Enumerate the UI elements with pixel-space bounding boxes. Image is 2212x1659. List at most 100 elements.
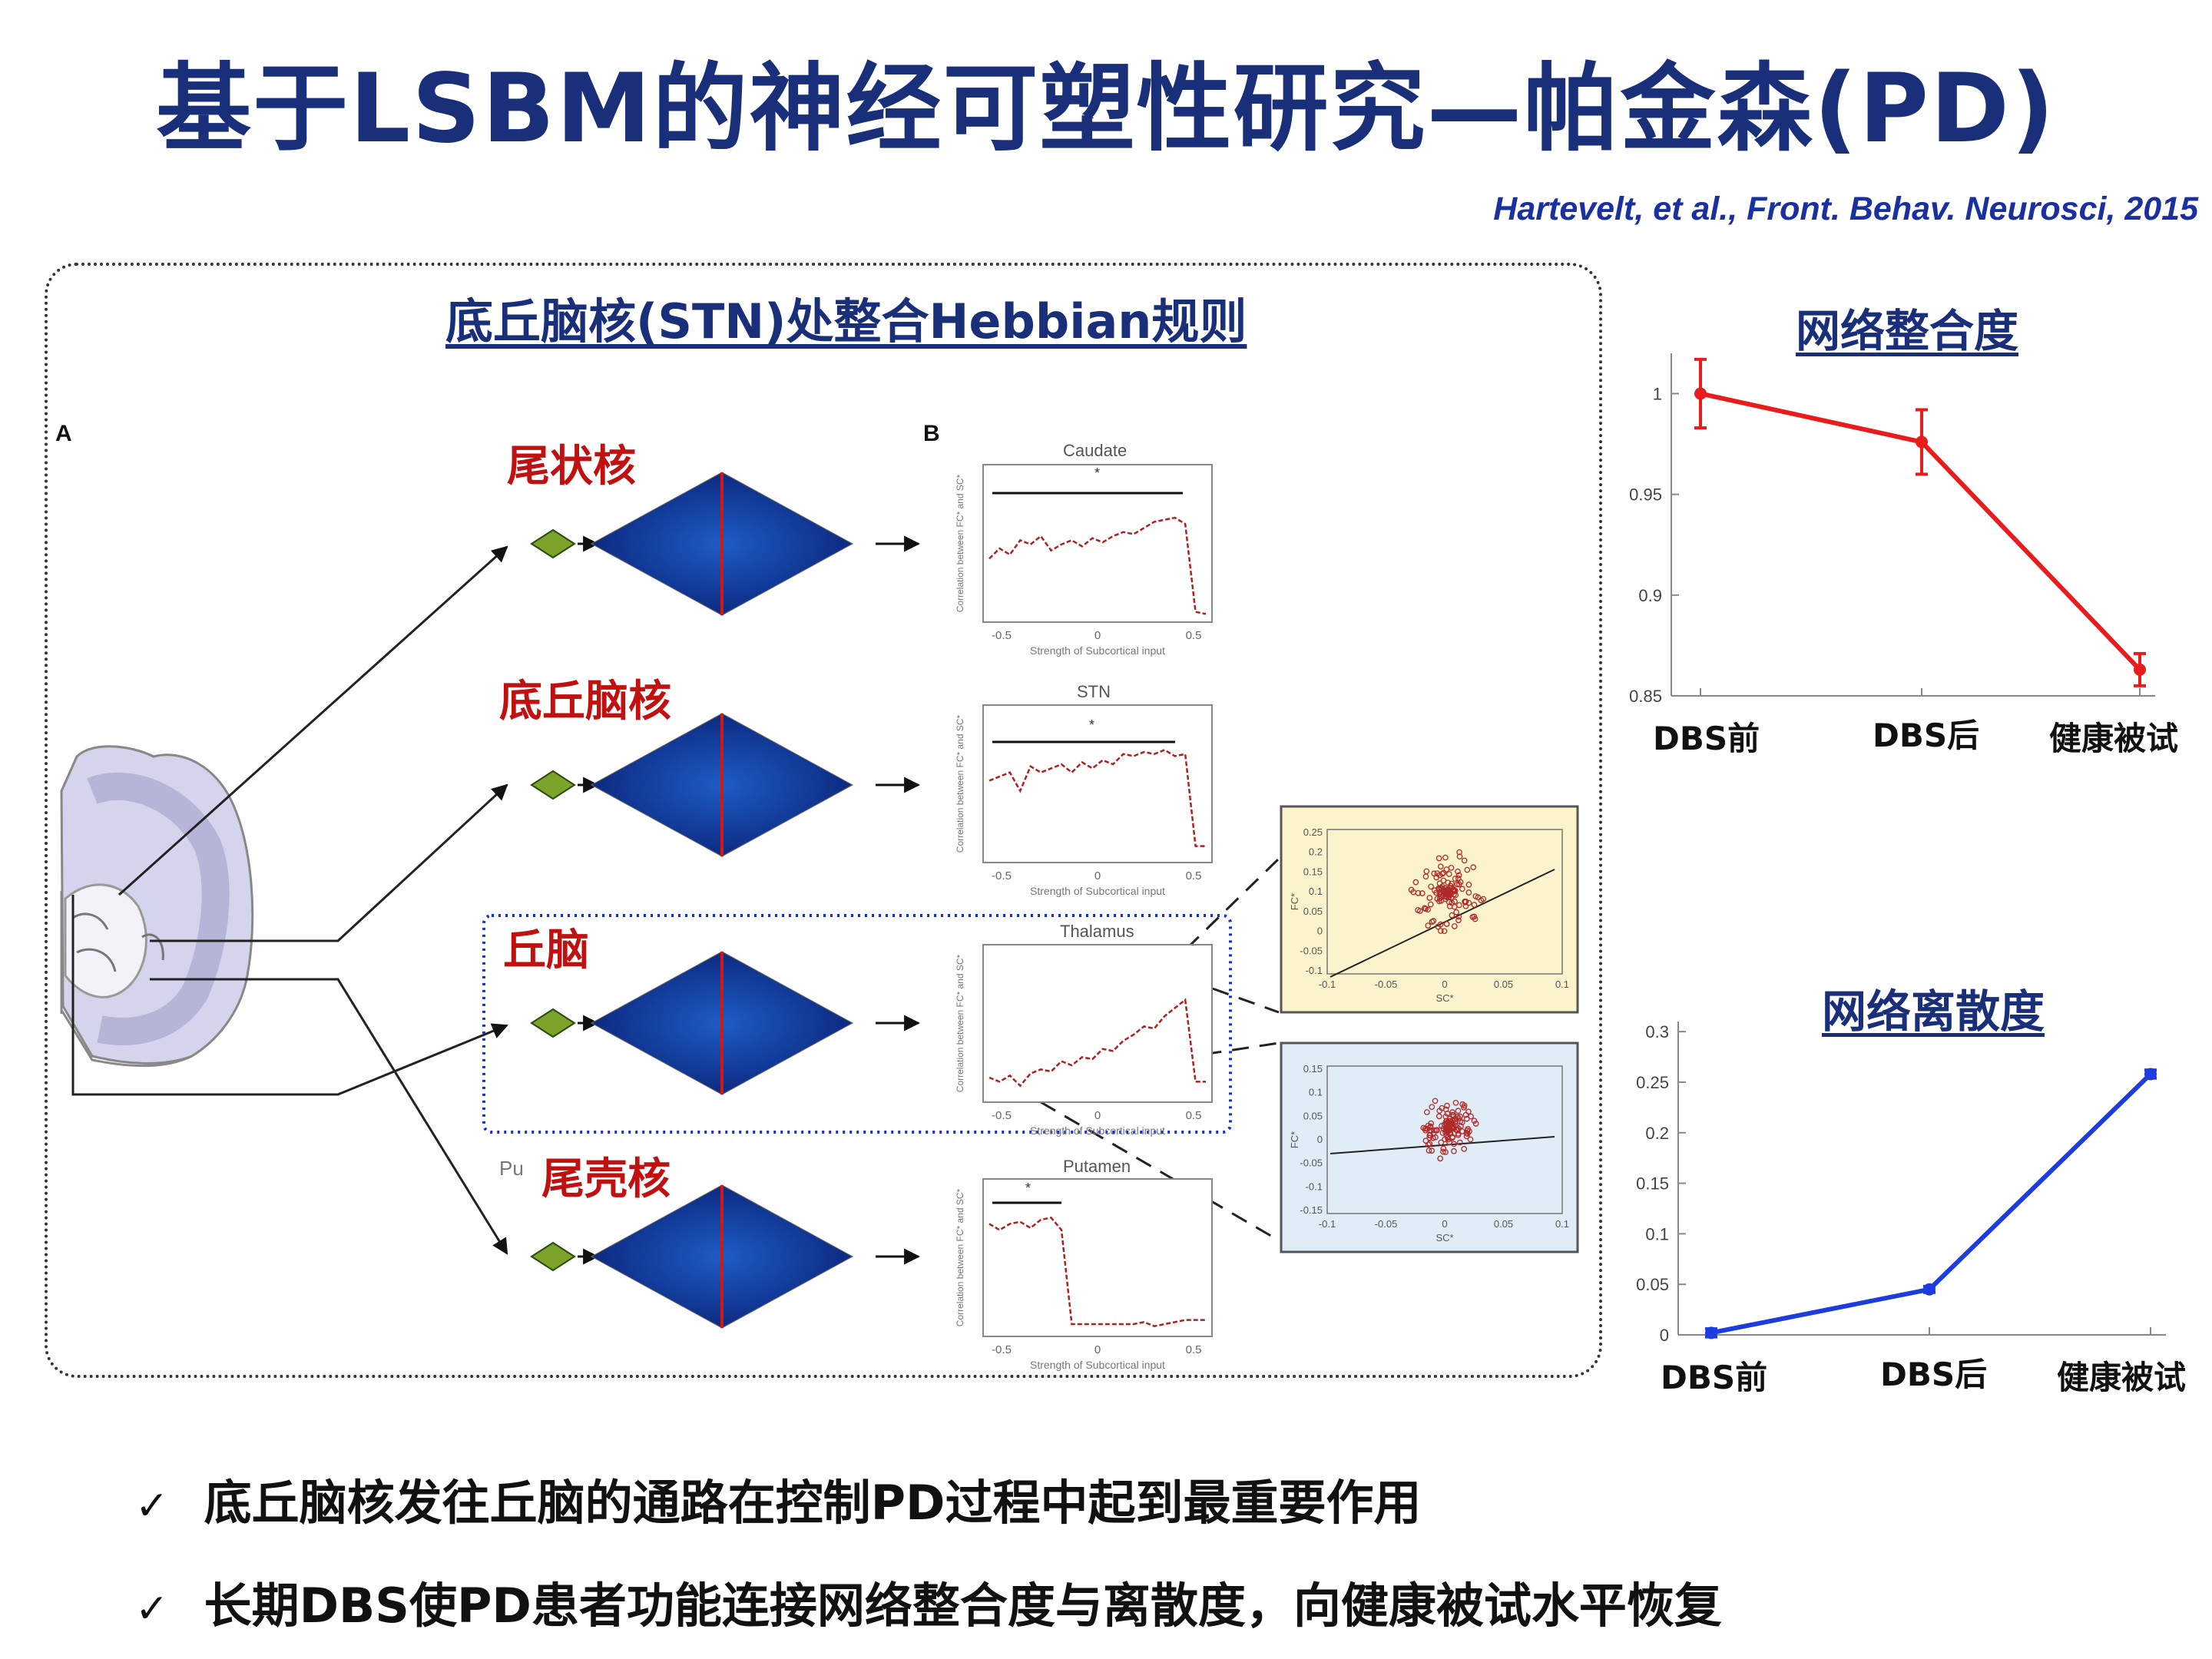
scatter-point bbox=[1463, 1133, 1470, 1140]
plot-frame bbox=[982, 704, 1213, 863]
data-point bbox=[1694, 387, 1707, 400]
region-putamen: 尾壳核 bbox=[541, 1154, 671, 1204]
plot-frame bbox=[982, 944, 1213, 1103]
scatter-point bbox=[1456, 1139, 1463, 1146]
scatter-ytick: 0.1 bbox=[1309, 886, 1323, 897]
scatter-point bbox=[1471, 913, 1478, 920]
chart-y-tick-label: 0.85 bbox=[1629, 687, 1662, 706]
scatter-point bbox=[1455, 1115, 1462, 1121]
scatter-point bbox=[1453, 909, 1460, 916]
chart2-cat-2: 健康被试 bbox=[2057, 1359, 2187, 1396]
data-point bbox=[1916, 435, 1928, 449]
plot-series-line bbox=[988, 749, 1206, 847]
plot-frame bbox=[982, 1178, 1213, 1337]
plot-xtick: -0.5 bbox=[992, 629, 1012, 642]
scatter-point bbox=[1444, 1125, 1451, 1131]
scatter-point bbox=[1419, 890, 1426, 896]
chart1-cat-2: 健康被试 bbox=[2049, 720, 2179, 757]
scatter-point bbox=[1433, 889, 1439, 896]
scatter-point bbox=[1448, 864, 1455, 871]
plot-xtick: 0.5 bbox=[1186, 1343, 1202, 1356]
pu-label: Pu bbox=[499, 1157, 524, 1180]
chart-y-tick-label: 0.3 bbox=[1645, 1022, 1669, 1041]
scatter-point bbox=[1450, 888, 1457, 894]
scatter-point bbox=[1444, 1102, 1450, 1109]
plot-xtick: 0.5 bbox=[1186, 1109, 1202, 1122]
scatter-point bbox=[1452, 1099, 1459, 1106]
scatter-point bbox=[1445, 1125, 1451, 1132]
plot-series-line bbox=[988, 1217, 1206, 1327]
plot-ylabel: Correlation between FC* and SC* bbox=[955, 954, 965, 1092]
scatter-point bbox=[1436, 890, 1443, 897]
scatter-point bbox=[1415, 907, 1421, 913]
panel-label-b: B bbox=[923, 421, 940, 446]
scatter-point bbox=[1455, 1108, 1462, 1114]
scatter-point bbox=[1428, 883, 1434, 890]
scatter-point bbox=[1439, 1104, 1445, 1111]
scatter-point bbox=[1435, 1113, 1442, 1120]
chart-y-tick-label: 0.95 bbox=[1629, 485, 1662, 505]
region-caudate: 尾状核 bbox=[507, 442, 636, 492]
scatter-ytick: 0.05 bbox=[1303, 1110, 1323, 1121]
scatter-point bbox=[1449, 912, 1455, 919]
chart2-cat-1: DBS后 bbox=[1880, 1356, 1988, 1393]
data-point bbox=[1923, 1283, 1936, 1296]
scatter-point bbox=[1455, 913, 1462, 920]
scatter-xtick: -0.05 bbox=[1375, 979, 1398, 990]
scatter-point bbox=[1470, 864, 1477, 870]
scatter-point bbox=[1436, 872, 1443, 879]
scatter-point bbox=[1427, 901, 1434, 908]
scatter-point bbox=[1440, 1148, 1446, 1155]
scatter-point bbox=[1465, 899, 1472, 906]
plot-ylabel: Correlation between FC* and SC* bbox=[955, 474, 965, 612]
scatter-ylabel: FC* bbox=[1289, 893, 1300, 910]
chart-y-tick-label: 1 bbox=[1653, 384, 1662, 403]
figure-panel bbox=[45, 263, 1602, 1378]
chart-y-tick-label: 0.2 bbox=[1645, 1124, 1669, 1143]
scatter-point bbox=[1467, 1136, 1474, 1143]
scatter-xtick: 0.05 bbox=[1494, 1218, 1513, 1230]
scatter-point bbox=[1435, 923, 1442, 930]
scatter-point bbox=[1451, 923, 1458, 929]
scatter-point bbox=[1437, 863, 1444, 870]
scatter-point bbox=[1472, 1121, 1479, 1127]
scatter-point bbox=[1434, 896, 1441, 902]
scatter-point bbox=[1456, 849, 1462, 856]
scatter-ytick: -0.05 bbox=[1300, 1157, 1323, 1169]
scatter-point bbox=[1456, 853, 1463, 860]
scatter-point bbox=[1480, 896, 1487, 902]
plot-series-line bbox=[988, 516, 1207, 615]
data-point bbox=[1705, 1326, 1717, 1339]
scatter-point bbox=[1422, 1127, 1429, 1134]
scatter-point bbox=[1438, 928, 1444, 934]
scatter-point bbox=[1426, 1134, 1433, 1141]
scatter-point bbox=[1422, 906, 1429, 912]
plot-xlabel: Strength of Subcortical input bbox=[1030, 885, 1165, 897]
data-point bbox=[2134, 663, 2146, 676]
citation: Hartevelt, et al., Front. Behav. Neurosc… bbox=[1493, 190, 2198, 227]
scatter-point bbox=[1459, 886, 1465, 892]
scatter-point bbox=[1457, 879, 1464, 886]
scatter-ytick: 0 bbox=[1317, 926, 1323, 937]
scatter-point bbox=[1443, 921, 1450, 927]
plot-xtick: 0.5 bbox=[1186, 629, 1202, 642]
plot-xtick: -0.5 bbox=[992, 869, 1012, 882]
scatter-point bbox=[1455, 868, 1461, 875]
scatter-point bbox=[1450, 1112, 1457, 1118]
chart-title-integration: 网络整合度 bbox=[1796, 305, 2019, 357]
chart-y-tick-label: 0.9 bbox=[1638, 586, 1662, 605]
scatter-ylabel: FC* bbox=[1289, 1131, 1300, 1148]
scatter-ytick: -0.15 bbox=[1300, 1204, 1323, 1216]
scatter-point bbox=[1449, 1109, 1455, 1116]
mini-chart-1: 0.30.250.20.150.10.050 bbox=[1636, 1022, 2166, 1345]
scatter-point bbox=[1452, 876, 1459, 882]
scatter-point bbox=[1422, 873, 1429, 880]
bullet-2: ✓长期DBS使PD患者功能连接网络整合度与离散度，向健康被试水平恢复 bbox=[135, 1567, 1722, 1636]
scatter-point bbox=[1425, 1141, 1432, 1148]
scatter-point bbox=[1449, 899, 1455, 906]
scatter-point bbox=[1425, 922, 1432, 929]
